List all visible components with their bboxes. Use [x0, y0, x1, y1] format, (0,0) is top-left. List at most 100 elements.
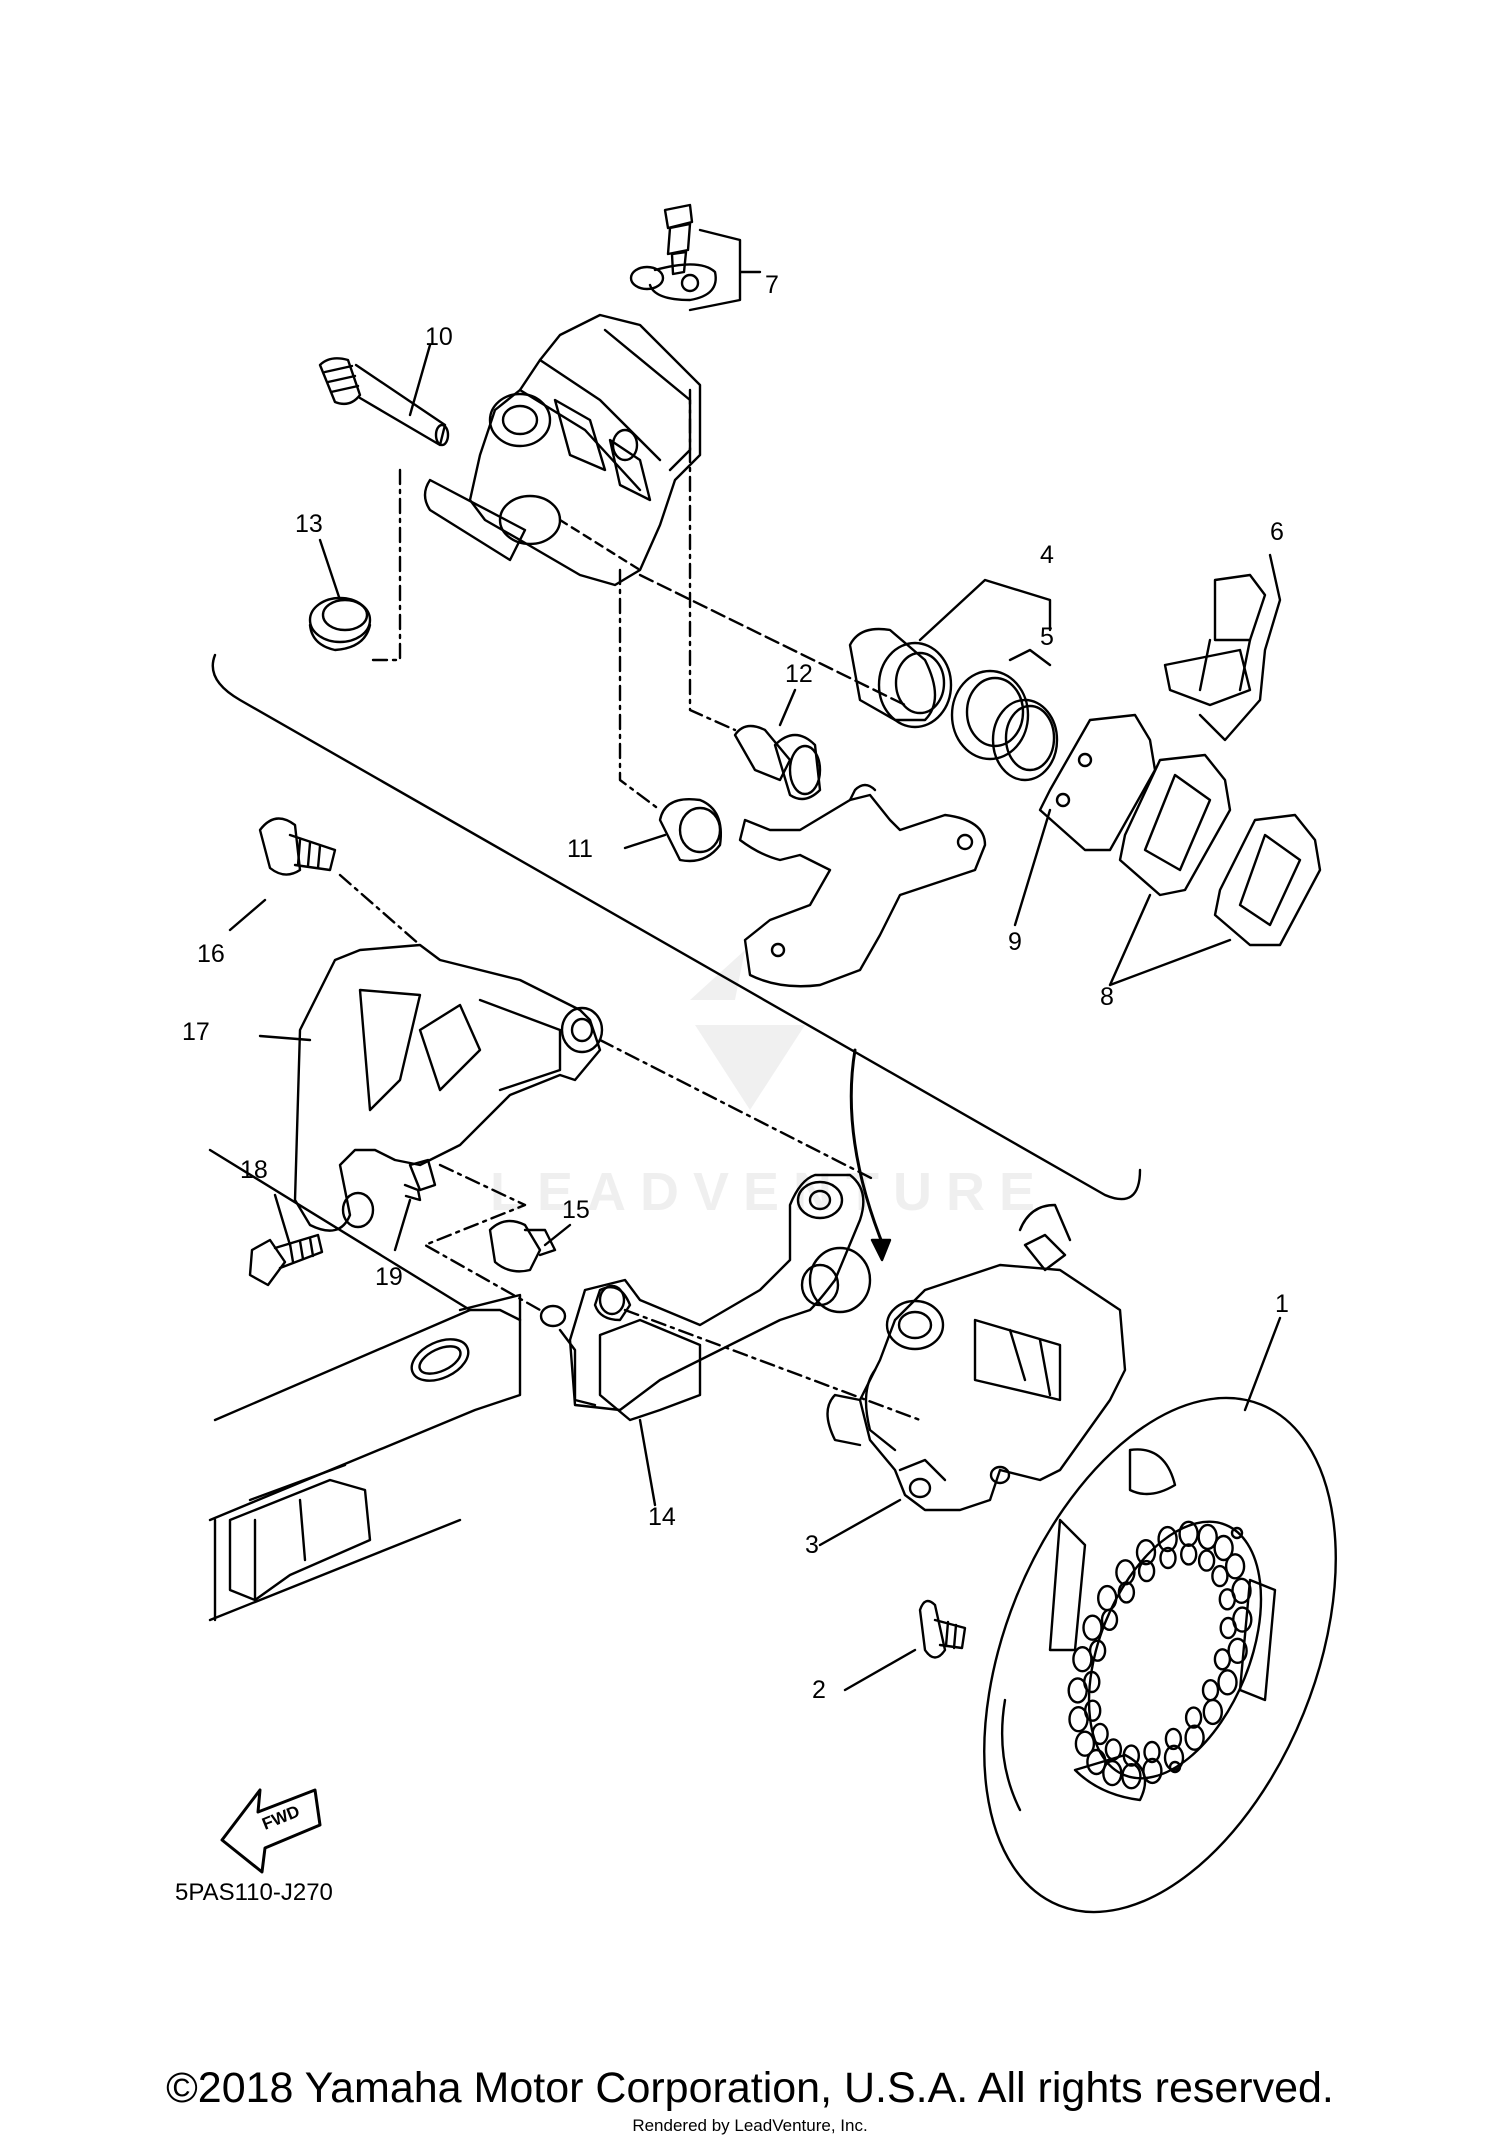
caliper-pin-bushing [735, 726, 820, 799]
disc-hole [1098, 1586, 1116, 1610]
disc-hole [1219, 1670, 1237, 1694]
caliper-body-upper [425, 315, 700, 585]
disc-hole [1073, 1647, 1091, 1671]
leader-10 [410, 345, 430, 415]
callout-1: 1 [1275, 1290, 1289, 1318]
disc-hole [1106, 1739, 1121, 1759]
copyright-notice: ©2018 Yamaha Motor Corporation, U.S.A. A… [166, 2064, 1334, 2112]
callout-16: 16 [197, 940, 225, 968]
disc-hole [1229, 1639, 1247, 1663]
disc-hole [1122, 1764, 1140, 1788]
disc-hole [1087, 1750, 1105, 1774]
dash-line-11 [620, 570, 660, 810]
piston [850, 629, 951, 727]
callout-9: 9 [1008, 928, 1022, 956]
rendered-by-notice: Rendered by LeadVenture, Inc. [632, 2116, 868, 2135]
axis-line-17 [600, 1040, 875, 1180]
disc-hole [1145, 1742, 1160, 1762]
disc-hole [1199, 1551, 1214, 1571]
disc-hole [1180, 1522, 1198, 1546]
disc-hole [1215, 1649, 1230, 1669]
brake-disc [915, 1347, 1405, 1964]
leader-13 [320, 540, 340, 600]
disc-hole [1220, 1589, 1235, 1609]
disc-hole [1102, 1610, 1117, 1630]
leader-8 [1110, 895, 1230, 985]
disc-hole [1137, 1540, 1155, 1564]
disc-hole [1203, 1680, 1218, 1700]
dash-line-12 [690, 390, 735, 730]
leader-11 [625, 835, 665, 848]
leader-6 [1200, 555, 1280, 740]
leader-2 [845, 1650, 915, 1690]
dash-box-19 [425, 1165, 540, 1310]
disc-hole [1199, 1525, 1217, 1549]
caliper-assembly [828, 1205, 1126, 1510]
callout-2: 2 [812, 1676, 826, 1704]
disc-hole [1159, 1527, 1177, 1551]
pin-boot [310, 598, 370, 650]
disc-hole [1226, 1554, 1244, 1578]
callout-14: 14 [648, 1503, 676, 1531]
disc-hole [1212, 1566, 1227, 1586]
leader-18 [275, 1195, 290, 1245]
callout-12: 12 [785, 660, 813, 688]
callout-11: 11 [567, 835, 593, 863]
leader-12 [780, 690, 795, 725]
disc-hole [1124, 1746, 1139, 1766]
axis-line-14 [625, 1310, 920, 1420]
disc-hole [1084, 1616, 1102, 1640]
leader-16 [230, 900, 265, 930]
slide-pin-upper [320, 358, 448, 445]
leader-14 [640, 1420, 655, 1505]
brake-pads [1120, 755, 1320, 945]
leader-7 [690, 230, 760, 310]
callout-10: 10 [425, 323, 453, 351]
disc-hole [1186, 1708, 1201, 1728]
callout-7: 7 [765, 271, 779, 299]
disc-hole [1215, 1536, 1233, 1560]
callout-8: 8 [1100, 983, 1114, 1011]
leader-1 [1245, 1318, 1280, 1410]
pad-spring [1165, 575, 1265, 705]
swingarm [210, 1150, 520, 1620]
callout-4: 4 [1040, 541, 1054, 569]
bleed-screw [631, 205, 716, 300]
bracket-bolt [260, 819, 335, 875]
disc-hole [1186, 1726, 1204, 1750]
disc-hole [1181, 1544, 1196, 1564]
callout-15: 15 [562, 1196, 590, 1224]
disc-hole [1103, 1761, 1121, 1785]
disc-hole [1119, 1582, 1134, 1602]
disc-screw [920, 1601, 965, 1658]
axis-line-16 [340, 875, 420, 945]
fwd-arrow-icon [222, 1790, 320, 1872]
watermark-logo [690, 950, 805, 1110]
piston-seals [952, 671, 1057, 780]
assembly-arrow [851, 1050, 890, 1260]
disc-hole [1204, 1700, 1222, 1724]
holder-bolt [250, 1235, 322, 1285]
disc-hole [1143, 1759, 1161, 1783]
caliper-bracket-upper [740, 785, 985, 986]
callout-18: 18 [240, 1156, 268, 1184]
disc-hole [1166, 1729, 1181, 1749]
leader-17 [260, 1036, 310, 1040]
pad-shim [1040, 715, 1155, 850]
leader-4 [920, 580, 1050, 640]
callout-13: 13 [295, 510, 323, 538]
disc-hole [1076, 1732, 1094, 1756]
disc-hole [1085, 1701, 1100, 1721]
callout-19: 19 [375, 1263, 403, 1291]
callout-6: 6 [1270, 518, 1284, 546]
leader-9 [1015, 810, 1050, 925]
callout-17: 17 [182, 1018, 210, 1046]
leader-15 [545, 1225, 570, 1245]
disc-hole [1116, 1560, 1134, 1584]
caliper-holder [295, 945, 602, 1231]
disc-hole [1084, 1672, 1099, 1692]
collar [490, 1221, 555, 1271]
disc-hole [1165, 1746, 1183, 1770]
leader-5 [1010, 650, 1050, 665]
